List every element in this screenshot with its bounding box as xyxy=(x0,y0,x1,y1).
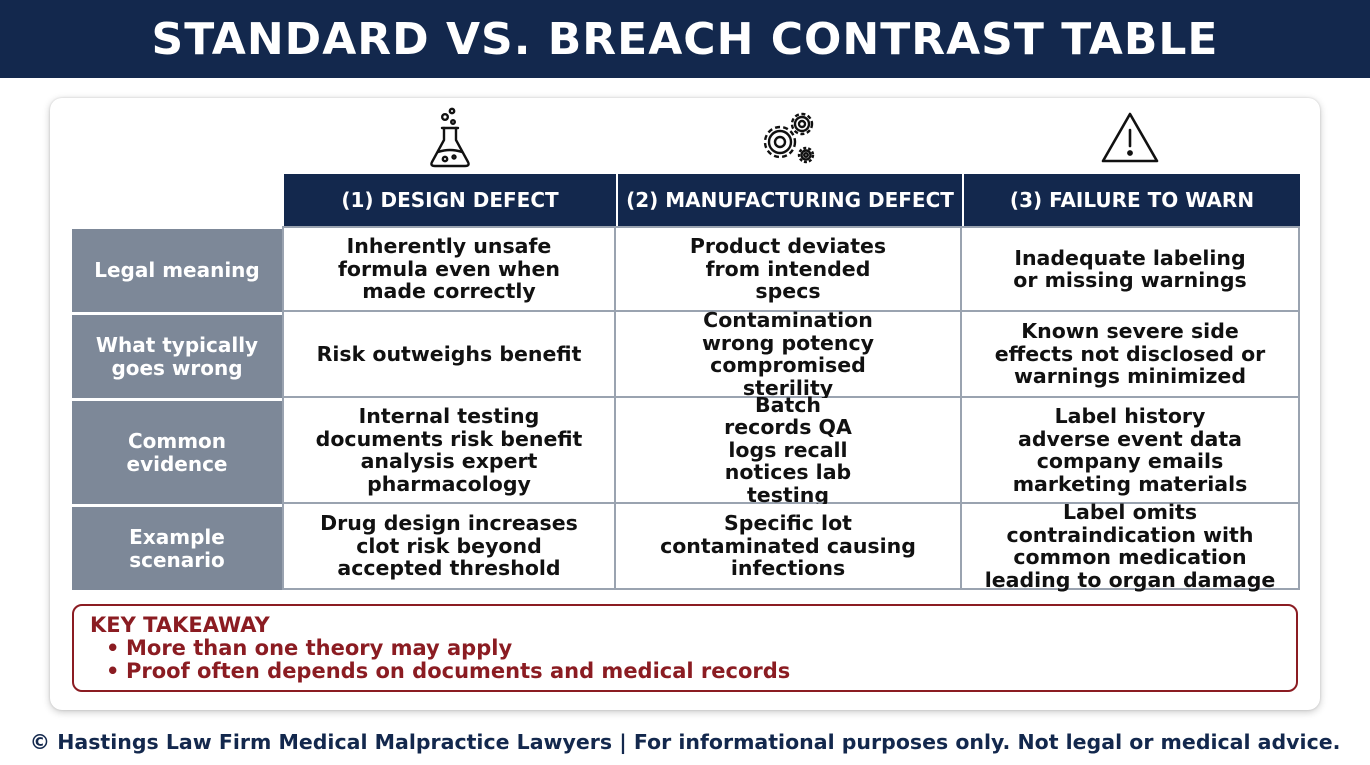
header-bar: STANDARD VS. BREACH CONTRAST TABLE xyxy=(0,0,1370,78)
takeaway-item-text: More than one theory may apply xyxy=(126,636,513,660)
table-cell: Drug design increases clot risk beyond a… xyxy=(282,504,616,590)
table-cell: Inadequate labeling or missing warnings xyxy=(962,226,1300,312)
table-cell: Label history adverse event data company… xyxy=(962,398,1300,504)
table-cell: Label omits contraindication with common… xyxy=(962,501,1300,591)
column-header-failure-to-warn: (3) FAILURE TO WARN xyxy=(962,174,1300,226)
table-cell: Contamination wrong potency compromised … xyxy=(616,309,962,399)
page-title: STANDARD VS. BREACH CONTRAST TABLE xyxy=(151,13,1219,65)
takeaway-item-text: Proof often depends on documents and med… xyxy=(126,659,791,683)
list-item: •More than one theory may apply xyxy=(90,637,1280,660)
bullet-icon: • xyxy=(106,659,120,683)
contrast-table: (1) DESIGN DEFECT (2) MANUFACTURING DEFE… xyxy=(72,174,1300,591)
table-cell: Specific lot contaminated causing infect… xyxy=(616,504,962,590)
key-takeaway-box: KEY TAKEAWAY •More than one theory may a… xyxy=(72,604,1298,692)
list-item: •Proof often depends on documents and me… xyxy=(90,660,1280,683)
gears-icon xyxy=(752,104,826,172)
column-header-design-defect: (1) DESIGN DEFECT xyxy=(282,174,616,226)
row-header-what-typically-goes-wrong: What typically goes wrong xyxy=(72,312,282,398)
table-cell: Known severe side effects not disclosed … xyxy=(962,312,1300,398)
table-corner xyxy=(72,174,282,226)
warning-icon xyxy=(1098,108,1162,168)
footer-disclaimer: © Hastings Law Firm Medical Malpractice … xyxy=(29,730,1341,754)
table-cell: Risk outweighs benefit xyxy=(282,312,616,398)
row-header-example-scenario: Example scenario xyxy=(72,504,282,590)
table-cell: Inherently unsafe formula even when made… xyxy=(282,226,616,312)
table-cell: Internal testing documents risk benefit … xyxy=(282,398,616,504)
column-header-manufacturing-defect: (2) MANUFACTURING DEFECT xyxy=(616,174,962,226)
table-cell: Batch records QA logs recall notices lab… xyxy=(616,394,962,506)
contrast-card: (1) DESIGN DEFECT (2) MANUFACTURING DEFE… xyxy=(50,98,1320,710)
row-header-legal-meaning: Legal meaning xyxy=(72,226,282,312)
key-takeaway-title: KEY TAKEAWAY xyxy=(90,613,270,637)
table-cell: Product deviates from intended specs xyxy=(616,226,962,312)
bullet-icon: • xyxy=(106,636,120,660)
flask-icon xyxy=(420,106,480,170)
row-header-common-evidence: Common evidence xyxy=(72,398,282,504)
